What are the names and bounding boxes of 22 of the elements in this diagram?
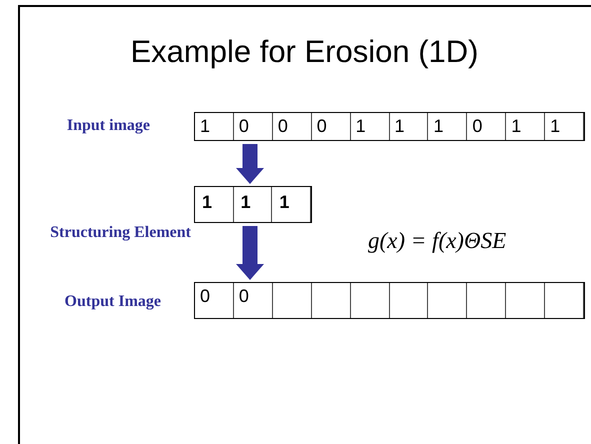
array-cell: 1 [350, 113, 390, 140]
array-cell: 0 [272, 113, 312, 140]
array-cell: 1 [390, 113, 428, 140]
block-arrow [236, 144, 264, 184]
array-cell: 1 [234, 187, 272, 222]
array-cell: 1 [428, 113, 468, 140]
array-cell: 1 [272, 187, 312, 222]
array-cell: 0 [195, 283, 234, 318]
array-cell: 1 [195, 113, 234, 140]
slide-title: Example for Erosion (1D) [129, 34, 480, 70]
erosion-formula: g(x) = f(x)ΘSE [368, 228, 506, 254]
array-cell: 1 [195, 187, 234, 222]
block-arrow [236, 226, 264, 280]
array-cell: 1 [506, 113, 546, 140]
array-cell: 0 [234, 113, 273, 140]
array-cell: 0 [234, 283, 273, 318]
array-cell: 0 [312, 113, 351, 140]
array-cell: 0 [467, 113, 506, 140]
row-label: Output Image [64, 293, 161, 311]
array-cell: 1 [545, 113, 584, 140]
row-label: Structuring Element [50, 224, 191, 242]
row-label: Input image [66, 117, 150, 135]
